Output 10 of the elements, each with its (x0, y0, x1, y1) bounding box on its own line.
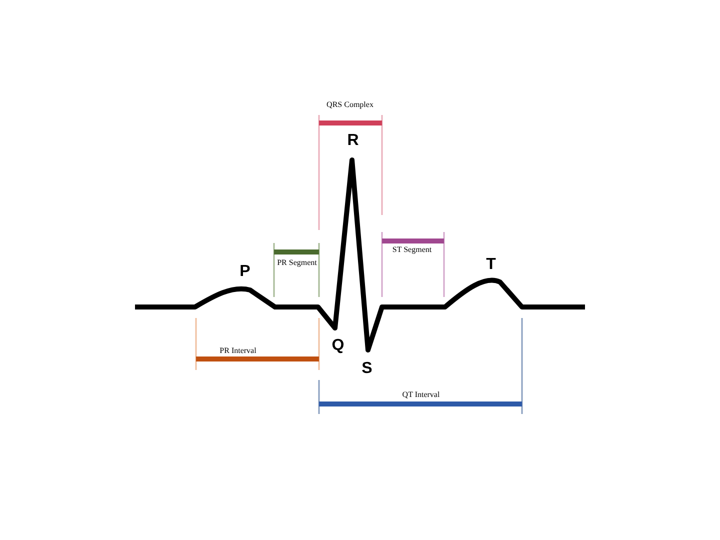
wave-letter: Q (330, 337, 346, 356)
bracket-label: ST Segment (391, 245, 433, 254)
wave-letter: R (346, 132, 360, 150)
wave-letter: S (360, 360, 374, 378)
wave-letter: P (238, 263, 252, 282)
bracket-label: PR Segment (276, 258, 318, 268)
wave-letter: T (485, 256, 497, 274)
bracket-label: QRS Complex (326, 100, 374, 110)
bracket-label: PR Interval (218, 346, 258, 356)
bracket-label: QT Interval (401, 390, 441, 400)
